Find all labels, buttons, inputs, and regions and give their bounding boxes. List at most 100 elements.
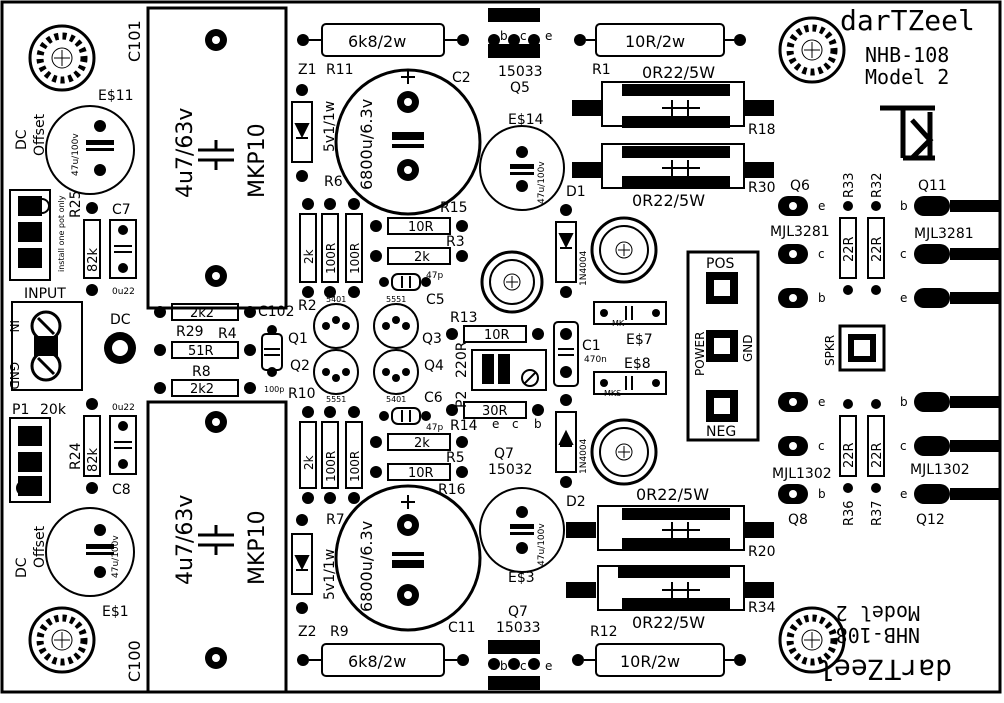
c6-value: 47p (426, 423, 443, 433)
speaker-terminal (838, 324, 886, 372)
r3-label: R3 (446, 234, 465, 250)
resistor-r16 (370, 463, 468, 481)
dc-label: DC (110, 312, 131, 328)
c100-type: MKP10 (245, 510, 270, 585)
q7-pin-e: e (545, 659, 552, 673)
transistor-q5 (488, 8, 540, 58)
dc-jack (104, 332, 136, 364)
r13-label: R13 (450, 310, 478, 326)
mounting-hole-br (778, 606, 846, 674)
mounting-hole-bl (28, 606, 96, 674)
p1-value: 20k (40, 402, 67, 418)
r32-value: 22R (870, 236, 885, 262)
resistor-r14 (446, 401, 544, 419)
transistor-q11 (914, 196, 1000, 308)
q7-pin-b-mid: b (534, 417, 542, 431)
r34-value: 0R22/5W (632, 613, 705, 632)
r5-value: 2k (414, 436, 430, 451)
q7-pin-e-mid: e (492, 417, 499, 431)
q12-label: Q12 (916, 512, 945, 528)
q8-type: MJL1302 (772, 466, 832, 482)
q11-label: Q11 (918, 178, 947, 194)
q6-pin-c: c (818, 247, 825, 261)
model-version-mirrored: Model 2 (836, 601, 920, 625)
q6-pin-e: e (818, 199, 825, 213)
capacitor-c11 (334, 484, 482, 632)
r14-label: R14 (450, 418, 478, 434)
q5-pin-e: e (545, 29, 552, 43)
capacitor-e3 (479, 487, 565, 573)
capacitor-e7 (593, 301, 667, 325)
q4-label: Q4 (424, 358, 444, 374)
r5-label: R5 (446, 450, 465, 466)
r30-label: R30 (748, 180, 776, 196)
zener-z2 (291, 514, 313, 614)
input-gnd-label: GND (7, 362, 21, 390)
capacitor-c8 (109, 415, 137, 475)
model-number: NHB-108 (865, 43, 949, 67)
resistor-r18 (572, 81, 774, 128)
q11-pin-e: e (900, 291, 907, 305)
power-connector (686, 250, 760, 442)
resistor-r20 (566, 505, 774, 551)
diode-d2 (555, 394, 577, 488)
standoff-right-top (590, 216, 658, 284)
r8-label: R8 (192, 364, 211, 380)
model-number-mirrored: NHB-108 (836, 623, 920, 647)
power-gnd-label: GND (741, 334, 755, 362)
r34-label: R34 (748, 600, 776, 616)
capacitor-c2 (334, 68, 482, 216)
resistor-r37 (867, 399, 885, 493)
resistor-r15 (370, 217, 468, 235)
r9-value: 6k8/2w (348, 652, 406, 671)
q4-type: 5401 (386, 395, 406, 404)
q7-label-bottom: Q7 (508, 604, 528, 620)
q11-pin-c: c (900, 247, 907, 261)
transistor-q1 (313, 303, 359, 349)
e3-value: 47u/100v (537, 523, 547, 566)
q8-label: Q8 (788, 512, 808, 528)
r29-value: 2k2 (190, 306, 214, 321)
c100-label: C100 (125, 640, 144, 682)
c6-label: C6 (424, 390, 443, 406)
z2-value: 5v1/1w (322, 549, 338, 600)
e7-value: MK (612, 319, 625, 328)
q8-pin-e: e (818, 395, 825, 409)
resistor-r11 (297, 23, 469, 57)
r15-label: R15 (440, 200, 468, 216)
r13-value: 10R (484, 328, 510, 343)
q2-type: 5551 (326, 395, 346, 404)
resistor-r34 (566, 565, 774, 611)
capacitor-c101 (146, 6, 288, 310)
r25-value: 82k (86, 247, 101, 272)
r20-label: R20 (748, 544, 776, 560)
power-neg-label: NEG (706, 424, 736, 440)
r7-value-c: 100R (348, 451, 362, 482)
resistor-r30 (572, 143, 774, 189)
diode-d1 (555, 204, 577, 298)
q3-label: Q3 (422, 331, 442, 347)
offset-note: install one pot only (57, 195, 66, 272)
transistor-q3 (373, 303, 419, 349)
resistor-r9 (297, 643, 469, 677)
transistor-q6 (778, 196, 808, 308)
e11-label: E$11 (98, 88, 134, 104)
q12-pin-b: b (900, 395, 908, 409)
c102-label: C102 (258, 304, 295, 320)
mounting-hole-tr (778, 16, 846, 84)
e1-value: 47u/100v (111, 535, 121, 578)
resistor-r25 (83, 202, 101, 296)
q5-type: 15033 (498, 64, 543, 80)
resistor-r29 (154, 303, 256, 321)
r32-label: R32 (870, 172, 885, 198)
c101-type: MKP10 (245, 123, 270, 198)
q12-pin-c: c (900, 439, 907, 453)
r9-label: R9 (330, 624, 349, 640)
r37-label: R37 (870, 500, 885, 526)
q7-pin-c-mid: c (512, 417, 519, 431)
q6-type: MJL3281 (770, 224, 830, 240)
r1-label: R1 (592, 62, 611, 78)
offset-pot-top (9, 189, 51, 281)
c100-value: 4u7/63v (173, 495, 198, 585)
